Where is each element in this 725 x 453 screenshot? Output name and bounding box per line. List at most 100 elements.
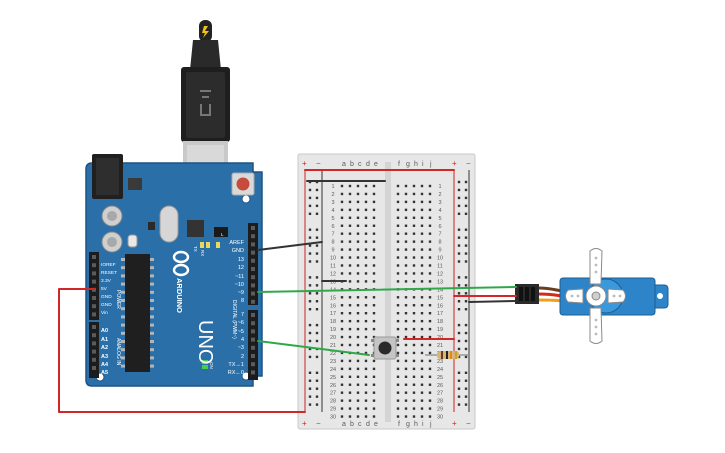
breadboard-hole bbox=[356, 248, 360, 251]
breadboard-hole bbox=[404, 399, 408, 402]
rail-hole bbox=[464, 300, 468, 303]
breadboard-hole bbox=[364, 240, 368, 243]
breadboard-hole bbox=[364, 248, 368, 251]
breadboard-hole bbox=[412, 224, 416, 227]
rail-hole bbox=[308, 260, 312, 263]
breadboard-hole bbox=[356, 415, 360, 418]
rail-hole bbox=[308, 292, 312, 295]
header-socket bbox=[251, 321, 255, 326]
row-label: 17 bbox=[437, 311, 443, 317]
row-label: 19 bbox=[437, 327, 443, 333]
usb-controller-chip bbox=[187, 220, 204, 237]
pin-label: 4 bbox=[241, 337, 244, 343]
row-label: 5 bbox=[438, 216, 441, 222]
reset-button[interactable] bbox=[231, 172, 255, 196]
rail-hole bbox=[464, 284, 468, 287]
rail-hole bbox=[457, 379, 461, 382]
row-label: 9 bbox=[438, 248, 441, 254]
push-button[interactable] bbox=[371, 336, 399, 360]
breadboard-hole bbox=[340, 367, 344, 371]
header-socket bbox=[251, 242, 255, 247]
pin-label: 12 bbox=[238, 265, 244, 271]
rail-hole bbox=[457, 244, 461, 247]
chip-pin bbox=[150, 364, 154, 368]
breadboard-hole bbox=[420, 224, 424, 227]
chip-pin bbox=[121, 266, 125, 270]
breadboard-hole bbox=[372, 232, 376, 235]
breadboard-hole bbox=[404, 200, 408, 204]
row-label: 18 bbox=[437, 319, 443, 325]
breadboard-hole bbox=[340, 240, 344, 243]
rail-hole bbox=[315, 236, 319, 239]
breadboard-hole bbox=[428, 312, 432, 315]
row-label: 8 bbox=[331, 240, 334, 246]
arduino-uno-board: TX RX L ON ARDUINO UNO DIGITAL (PWM~) PO… bbox=[85, 154, 263, 387]
breadboard-hole bbox=[404, 415, 408, 418]
breadboard-hole bbox=[356, 184, 360, 188]
breadboard-hole bbox=[372, 200, 376, 204]
breadboard-hole bbox=[412, 359, 416, 363]
breadboard-hole bbox=[396, 335, 400, 339]
breadboard-hole bbox=[412, 240, 416, 243]
row-label: 25 bbox=[437, 375, 443, 381]
breadboard-hole bbox=[396, 216, 400, 219]
wire-gnd-black bbox=[257, 241, 323, 251]
rail-hole bbox=[457, 339, 461, 343]
chip-pin bbox=[121, 290, 125, 294]
breadboard-hole bbox=[348, 216, 352, 219]
digital-header-bottom bbox=[248, 310, 258, 380]
breadboard-hole bbox=[340, 312, 344, 315]
breadboard-hole bbox=[396, 359, 400, 363]
breadboard-hole bbox=[372, 399, 376, 402]
breadboard-hole bbox=[428, 216, 432, 219]
rail-hole bbox=[315, 276, 319, 279]
row-label: 22 bbox=[330, 351, 336, 357]
wire-5v-red bbox=[58, 288, 306, 413]
breadboard-hole bbox=[428, 192, 432, 196]
power-pin-label: GND bbox=[101, 302, 112, 308]
breadboard-hole bbox=[396, 304, 400, 307]
column-label: j bbox=[429, 421, 432, 428]
row-label: 18 bbox=[330, 319, 336, 325]
breadboard-hole bbox=[364, 319, 368, 323]
breadboard-hole bbox=[420, 232, 424, 235]
breadboard-hole bbox=[404, 359, 408, 363]
breadboard-hole bbox=[428, 415, 432, 418]
column-label: h bbox=[414, 161, 418, 168]
breadboard-hole bbox=[364, 216, 368, 219]
breadboard-hole bbox=[372, 240, 376, 243]
breadboard-hole bbox=[428, 184, 432, 188]
breadboard-hole bbox=[428, 232, 432, 235]
breadboard-hole bbox=[356, 280, 360, 283]
breadboard-hole bbox=[420, 375, 424, 378]
rail-hole bbox=[315, 188, 319, 192]
pin-label: ~5 bbox=[238, 329, 244, 335]
breadboard-hole bbox=[428, 335, 432, 339]
rail-plus-label: + bbox=[302, 419, 307, 428]
row-label: 21 bbox=[330, 343, 336, 349]
arduino-logo bbox=[172, 250, 190, 277]
breadboard-hole bbox=[348, 272, 352, 275]
chip-pin bbox=[121, 258, 125, 261]
breadboard-hole bbox=[420, 200, 424, 204]
breadboard-hole bbox=[364, 200, 368, 204]
breadboard-hole bbox=[420, 343, 424, 347]
chip-pin bbox=[121, 356, 125, 360]
breadboard-hole bbox=[396, 280, 400, 283]
breadboard-hole bbox=[356, 296, 360, 299]
breadboard-hole bbox=[428, 383, 432, 386]
breadboard-hole bbox=[420, 335, 424, 339]
breadboard-hole bbox=[396, 192, 400, 196]
row-label: 8 bbox=[438, 240, 441, 246]
row-label: 13 bbox=[437, 279, 443, 285]
breadboard-hole bbox=[356, 192, 360, 196]
breadboard-hole bbox=[356, 399, 360, 402]
breadboard-hole bbox=[396, 296, 400, 299]
breadboard-hole bbox=[396, 224, 400, 227]
header-socket bbox=[251, 267, 255, 271]
breadboard-hole bbox=[404, 304, 408, 307]
header-socket bbox=[251, 299, 255, 304]
row-label: 14 bbox=[437, 287, 443, 293]
column-label: i bbox=[422, 421, 424, 428]
chip-pin bbox=[150, 323, 154, 327]
